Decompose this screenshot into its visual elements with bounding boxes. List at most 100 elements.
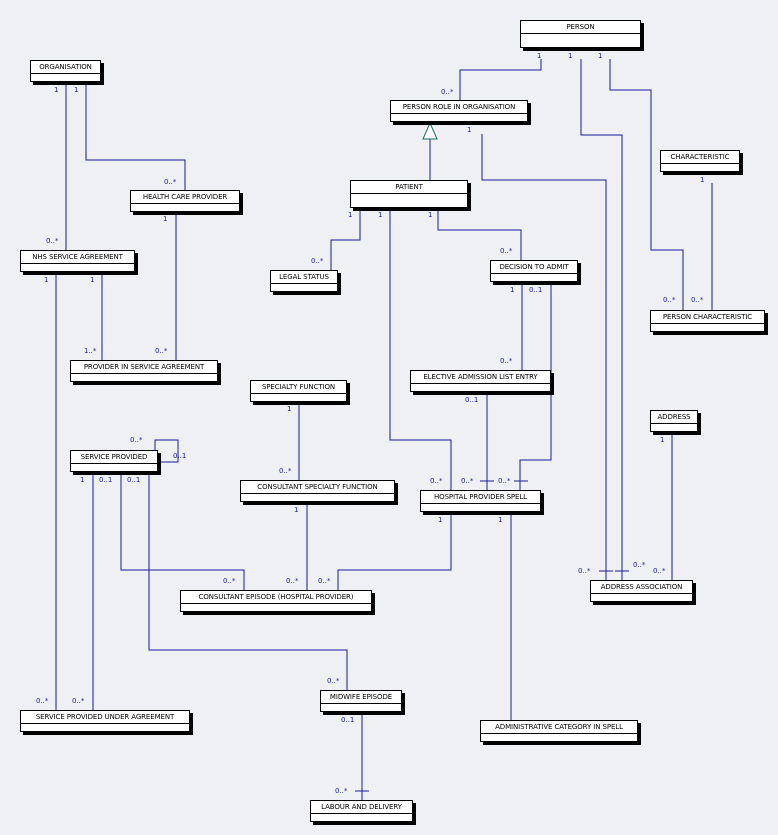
mult-label: 0..*: [311, 257, 324, 265]
entity-midwife-episode[interactable]: MIDWIFE EPISODE: [320, 690, 402, 712]
mult-label: 0..*: [318, 577, 331, 585]
entity-labour-and-delivery[interactable]: LABOUR AND DELIVERY: [310, 800, 413, 822]
mult-label: 0..1: [173, 452, 187, 460]
mult-label: 1: [90, 276, 95, 284]
entity-consultant-specialty-function[interactable]: CONSULTANT SPECIALTY FUNCTION: [240, 480, 395, 502]
mult-label: 0..*: [286, 577, 299, 585]
entity-decision-to-admit[interactable]: DECISION TO ADMIT: [490, 260, 578, 282]
entity-title: SERVICE PROVIDED: [71, 451, 157, 464]
line-patient-legal: [330, 208, 361, 271]
entity-title: HEALTH CARE PROVIDER: [131, 191, 239, 204]
mult-label: 0..*: [653, 567, 666, 575]
entity-person-role[interactable]: PERSON ROLE IN ORGANISATION: [390, 100, 528, 122]
mult-label: 0..*: [36, 697, 49, 705]
entity-provider-in-service-agreement[interactable]: PROVIDER IN SERVICE AGREEMENT: [70, 360, 218, 382]
mult-label: 1: [44, 276, 49, 284]
entity-person-characteristic[interactable]: PERSON CHARACTERISTIC: [650, 310, 765, 332]
line-sp-midwife: [148, 473, 348, 691]
entity-patient[interactable]: PATIENT: [350, 180, 468, 208]
mult-label: 1: [428, 211, 433, 219]
entity-title: PROVIDER IN SERVICE AGREEMENT: [71, 361, 217, 374]
mult-label: 0..*: [498, 477, 511, 485]
entity-specialty-function[interactable]: SPECIALTY FUNCTION: [250, 380, 347, 402]
entity-title: SPECIALTY FUNCTION: [251, 381, 346, 394]
entity-title: ADMINISTRATIVE CATEGORY IN SPELL: [481, 721, 637, 734]
line-patient-dta: [437, 208, 522, 261]
line-person-address-assoc: [580, 59, 623, 580]
entity-nhs-service-agreement[interactable]: NHS SERVICE AGREEMENT: [20, 250, 135, 272]
mult-label: 1: [378, 211, 383, 219]
mult-label: 1..*: [84, 347, 97, 355]
mult-label: 0..*: [46, 237, 59, 245]
mult-label: 0..*: [578, 567, 591, 575]
mult-label: 1: [287, 405, 292, 413]
line-service-self: [154, 439, 179, 463]
entity-title: SERVICE PROVIDED UNDER AGREEMENT: [21, 711, 189, 724]
mult-label: 0..*: [72, 697, 85, 705]
entity-title: CHARACTERISTIC: [661, 151, 739, 164]
mult-label: 0..*: [500, 247, 513, 255]
entity-title: ORGANISATION: [31, 61, 100, 74]
entity-title: ADDRESS: [651, 411, 697, 424]
mult-label: 1: [74, 86, 79, 94]
mult-label: 1: [294, 506, 299, 514]
entity-hospital-provider-spell[interactable]: HOSPITAL PROVIDER SPELL: [420, 490, 541, 512]
mult-label: 1: [700, 176, 705, 184]
mult-label: 0..1: [341, 716, 355, 724]
mult-label: 1: [467, 126, 472, 134]
mult-label: 0..*: [663, 296, 676, 304]
entity-title: ADDRESS ASSOCIATION: [591, 581, 692, 594]
entity-health-care-provider[interactable]: HEALTH CARE PROVIDER: [130, 190, 240, 212]
mult-label: 1: [598, 52, 603, 60]
entity-legal-status[interactable]: LEGAL STATUS: [270, 270, 338, 292]
entity-address-association[interactable]: ADDRESS ASSOCIATION: [590, 580, 693, 602]
mult-label: 0..*: [130, 436, 143, 444]
entity-elective-admission-list-entry[interactable]: ELECTIVE ADMISSION LIST ENTRY: [410, 370, 551, 392]
mult-label: 0..*: [500, 357, 513, 365]
entity-service-provided[interactable]: SERVICE PROVIDED: [70, 450, 158, 472]
entity-title: PERSON: [521, 21, 640, 34]
mult-label: 1: [163, 215, 168, 223]
mult-label: 0..*: [335, 787, 348, 795]
line-role-address-assoc: [481, 134, 607, 580]
mult-label: 0..*: [461, 477, 474, 485]
line-person-role: [459, 59, 542, 101]
mult-label: 1: [80, 476, 85, 484]
entity-person[interactable]: PERSON: [520, 20, 641, 48]
entity-title: LABOUR AND DELIVERY: [311, 801, 412, 814]
line-spell-episode: [337, 513, 452, 591]
entity-address[interactable]: ADDRESS: [650, 410, 698, 432]
mult-label: 1: [660, 436, 665, 444]
entity-title: HOSPITAL PROVIDER SPELL: [421, 491, 540, 504]
entity-service-provided-under-agreement[interactable]: SERVICE PROVIDED UNDER AGREEMENT: [20, 710, 190, 732]
entity-title: CONSULTANT EPISODE (HOSPITAL PROVIDER): [181, 591, 371, 604]
mult-label: 1: [54, 86, 59, 94]
mult-label: 0..1: [127, 476, 141, 484]
mult-label: 1: [568, 52, 573, 60]
entity-title: PERSON CHARACTERISTIC: [651, 311, 764, 324]
mult-label: 1: [537, 52, 542, 60]
mult-label: 0..*: [430, 477, 443, 485]
mult-label: 0..1: [465, 396, 479, 404]
generalization-arrow: [422, 121, 438, 140]
mult-label: 0..1: [99, 476, 113, 484]
mult-label: 0..1: [529, 286, 543, 294]
mult-label: 1: [498, 516, 503, 524]
entity-characteristic[interactable]: CHARACTERISTIC: [660, 150, 740, 172]
entity-title: NHS SERVICE AGREEMENT: [21, 251, 134, 264]
entity-administrative-category[interactable]: ADMINISTRATIVE CATEGORY IN SPELL: [480, 720, 638, 742]
entity-title: MIDWIFE EPISODE: [321, 691, 401, 704]
mult-label: 1: [510, 286, 515, 294]
line-sp-episode: [120, 473, 245, 591]
mult-label: 0..*: [633, 561, 646, 569]
entity-title: DECISION TO ADMIT: [491, 261, 577, 274]
mult-label: 0..*: [223, 577, 236, 585]
line-person-characteristic: [609, 59, 684, 311]
entity-consultant-episode[interactable]: CONSULTANT EPISODE (HOSPITAL PROVIDER): [180, 590, 372, 612]
line-org-hcp: [85, 85, 186, 191]
mult-label: 0..*: [327, 677, 340, 685]
entity-organisation[interactable]: ORGANISATION: [30, 60, 101, 82]
mult-label: 0..*: [691, 296, 704, 304]
entity-title: ELECTIVE ADMISSION LIST ENTRY: [411, 371, 550, 384]
